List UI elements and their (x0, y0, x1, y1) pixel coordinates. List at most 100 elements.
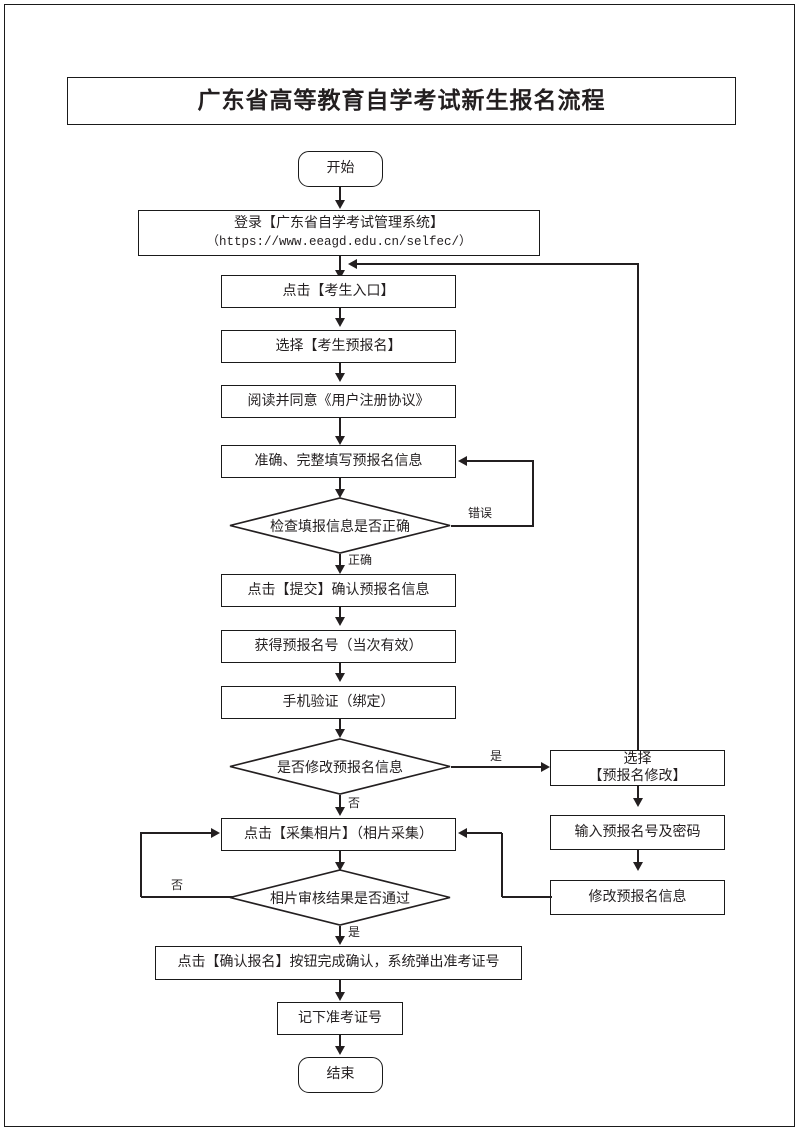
node-fill-info-label: 准确、完整填写预报名信息 (254, 453, 423, 469)
node-check-info[interactable]: 检查填报信息是否正确 (229, 497, 451, 554)
connector-error-horizontal-bottom (451, 525, 534, 527)
arrowhead-photo-no-return (211, 828, 220, 838)
connector-photo-no-horizontal-upper (140, 832, 215, 834)
arrowhead-photo-to-review (335, 862, 345, 871)
node-submit[interactable]: 点击【提交】确认预报名信息 (221, 574, 456, 607)
connector-modifyinfo-return-vertical (501, 833, 503, 897)
arrowhead-record-to-end (335, 1046, 345, 1055)
connector-check-to-submit (339, 554, 341, 572)
node-collect-photo[interactable]: 点击【采集相片】（相片采集） (221, 818, 456, 851)
connector-photo-to-review (339, 851, 341, 866)
arrowhead-modify-no (335, 807, 345, 816)
arrowhead-check-to-submit (335, 565, 345, 574)
node-modify-decision-label: 是否修改预报名信息 (277, 760, 403, 776)
arrowhead-start-to-login (335, 200, 345, 209)
node-record-number[interactable]: 记下准考证号 (277, 1002, 403, 1035)
node-get-number-label: 获得预报名号（当次有效） (254, 638, 423, 654)
edge-label-no-modify: 否 (348, 796, 361, 810)
node-input-credentials-label: 输入预报名号及密码 (574, 824, 701, 840)
arrowhead-modifyinfo-return (458, 828, 467, 838)
connector-modifyinfo-return-horizontal-lower (502, 896, 552, 898)
node-pre-register-label: 选择【考生预报名】 (275, 338, 402, 354)
node-submit-label: 点击【提交】确认预报名信息 (247, 582, 430, 598)
edge-label-no-photo: 否 (171, 878, 184, 892)
connector-start-to-login (339, 187, 341, 203)
diamond-shape-check-info (229, 497, 451, 554)
node-select-modify-line1: 选择 (623, 751, 652, 767)
node-modify-info-label: 修改预报名信息 (588, 889, 687, 905)
node-confirm-registration[interactable]: 点击【确认报名】按钮完成确认，系统弹出准考证号 (155, 946, 522, 980)
connector-modify-return-horizontal (353, 263, 639, 265)
arrowhead-photo-yes (335, 936, 345, 945)
node-login-label: 登录【广东省自学考试管理系统】 (234, 216, 444, 232)
connector-credentials-to-modify (637, 850, 639, 868)
connector-select-to-credentials (637, 786, 639, 804)
connector-prereg-to-agreement (339, 363, 341, 376)
arrowhead-number-to-phone (335, 673, 345, 682)
arrowhead-submit-to-number (335, 617, 345, 626)
connector-submit-to-number (339, 607, 341, 620)
connector-modify-return-vertical (637, 263, 639, 750)
node-get-number[interactable]: 获得预报名号（当次有效） (221, 630, 456, 663)
node-start-label: 开始 (326, 161, 355, 177)
arrowhead-error-return (458, 456, 467, 466)
connector-record-to-end (339, 1035, 341, 1050)
connector-fill-to-check (339, 478, 341, 493)
arrowhead-login-to-entry (335, 270, 345, 279)
connector-entry-to-prereg (339, 308, 341, 321)
node-select-modify[interactable]: 选择 【预报名修改】 (550, 750, 725, 786)
arrowhead-phone-to-modify-decision (335, 729, 345, 738)
arrowhead-confirm-to-record (335, 992, 345, 1001)
connector-modifyinfo-return-horizontal-upper (466, 832, 502, 834)
connector-phone-to-modify-decision (339, 719, 341, 736)
node-end[interactable]: 结束 (298, 1057, 383, 1093)
connector-photo-yes (339, 926, 341, 940)
arrowhead-credentials-to-modify (633, 862, 643, 871)
node-candidate-entry[interactable]: 点击【考生入口】 (221, 275, 456, 308)
node-check-info-label: 检查填报信息是否正确 (270, 519, 410, 535)
node-agreement-label: 阅读并同意《用户注册协议》 (247, 393, 430, 409)
node-agreement[interactable]: 阅读并同意《用户注册协议》 (221, 385, 456, 418)
diamond-shape-modify-decision (229, 738, 451, 795)
connector-modify-yes (451, 766, 545, 768)
connector-confirm-to-record (339, 980, 341, 996)
edge-label-correct: 正确 (348, 553, 373, 567)
connector-modify-no (339, 795, 341, 811)
connector-login-to-entry (339, 256, 341, 274)
node-collect-photo-label: 点击【采集相片】（相片采集） (244, 826, 433, 842)
edge-label-yes-modify: 是 (490, 749, 503, 763)
diamond-shape-photo-review (229, 869, 451, 926)
node-login[interactable]: 登录【广东省自学考试管理系统】 （https://www.eeagd.edu.c… (138, 210, 540, 256)
node-phone-verify-label: 手机验证（绑定） (282, 694, 395, 710)
node-input-credentials[interactable]: 输入预报名号及密码 (550, 815, 725, 850)
arrowhead-entry-to-prereg (335, 318, 345, 327)
node-modify-decision[interactable]: 是否修改预报名信息 (229, 738, 451, 795)
arrowhead-prereg-to-agreement (335, 373, 345, 382)
node-photo-review[interactable]: 相片审核结果是否通过 (229, 869, 451, 926)
node-confirm-registration-label: 点击【确认报名】按钮完成确认，系统弹出准考证号 (177, 955, 500, 971)
connector-error-horizontal-top (466, 460, 534, 462)
node-record-number-label: 记下准考证号 (298, 1010, 382, 1026)
node-fill-info[interactable]: 准确、完整填写预报名信息 (221, 445, 456, 478)
chart-title-box: 广东省高等教育自学考试新生报名流程 (67, 77, 736, 125)
connector-error-vertical (532, 460, 534, 526)
arrowhead-modify-return (348, 259, 357, 269)
node-candidate-entry-label: 点击【考生入口】 (282, 283, 395, 299)
node-modify-info[interactable]: 修改预报名信息 (550, 880, 725, 915)
node-phone-verify[interactable]: 手机验证（绑定） (221, 686, 456, 719)
arrowhead-agreement-to-fill (335, 436, 345, 445)
connector-photo-no-vertical (140, 832, 142, 897)
edge-label-error: 错误 (468, 506, 493, 520)
node-pre-register[interactable]: 选择【考生预报名】 (221, 330, 456, 363)
node-start[interactable]: 开始 (298, 151, 383, 187)
node-login-url: （https://www.eeagd.edu.cn/selfec/） (206, 234, 472, 249)
arrowhead-fill-to-check (335, 489, 345, 498)
arrowhead-modify-yes (541, 762, 550, 772)
node-select-modify-line2: 【预报名修改】 (588, 769, 687, 784)
node-photo-review-label: 相片审核结果是否通过 (270, 891, 410, 907)
connector-number-to-phone (339, 663, 341, 676)
edge-label-yes-photo: 是 (348, 925, 361, 939)
page-border (4, 4, 795, 1127)
connector-photo-no-horizontal-lower (141, 896, 233, 898)
